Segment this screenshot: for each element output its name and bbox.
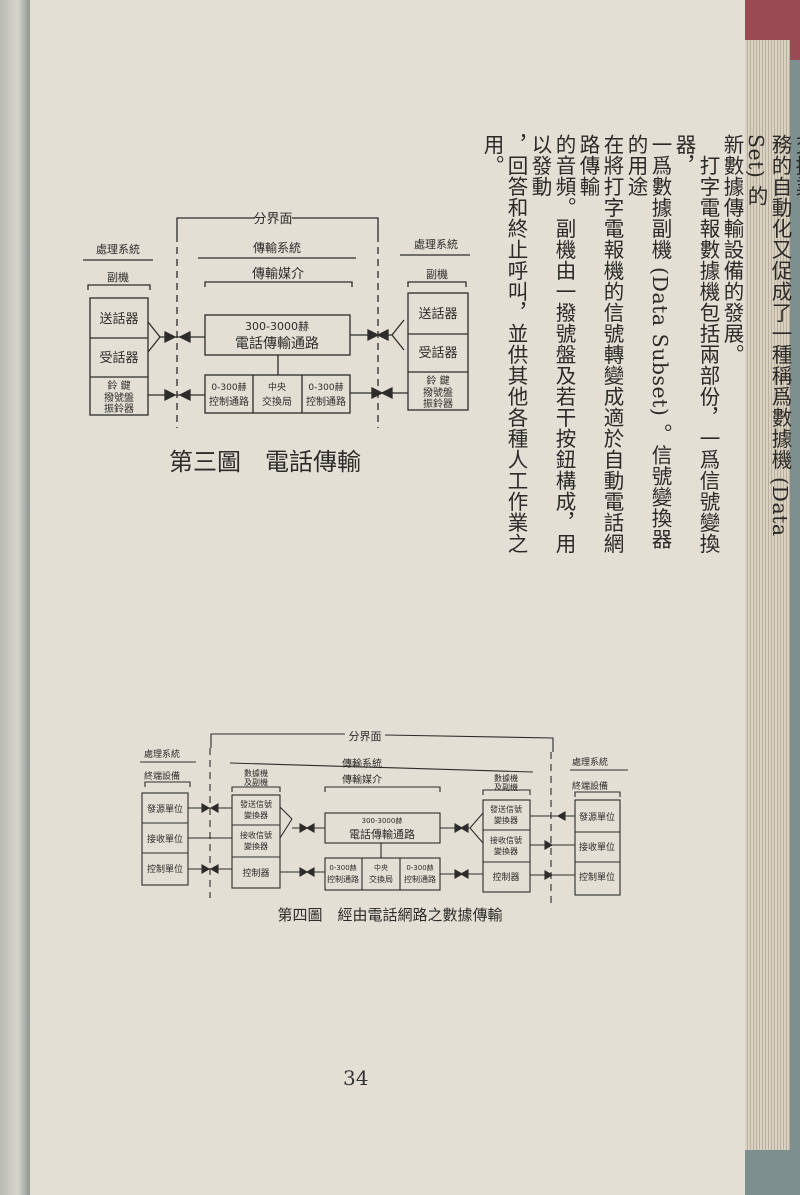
page-number: 34 [343,1066,369,1090]
text-line: 務的自動化又促成了一種稱爲數據機 (Data Set) 的 [744,134,792,537]
transmitter-right: 送話器 [418,306,457,322]
voice-band: 300-3000赫 [362,817,403,825]
transmission-system-label: 傳輸系統 [342,757,382,770]
rx-conv-left-1: 接收信號 [240,830,272,840]
central-2: 交換局 [369,874,393,884]
text-line: 打字電報數據機包括兩部份，一爲信號變換器， [672,134,720,554]
text-line: ，回答和終止呼叫，並供其他各種人工作業之用。 [480,134,528,554]
book-spine [0,0,30,1195]
source-unit-left: 發源單位 [147,803,183,815]
processing-left-label: 處理系統 [96,242,140,256]
bell-right-3: 振鈴器 [423,397,453,410]
figure-4-caption: 第四圖 經由電話網路之數據傳輸 [277,906,502,924]
tx-conv-right-1: 發送信號 [490,804,522,814]
tx-conv-left-1: 發送信號 [240,799,272,809]
text-line: 一爲數據副機 (Data Subset) 。信號變換器的用途 [624,134,672,550]
modem-left-1: 數據機 [244,768,268,778]
central-1: 中央 [374,863,388,872]
control-unit-right: 控制單位 [579,871,615,883]
rx-conv-right-2: 變換器 [494,846,518,856]
tx-conv-left-2: 變換器 [244,810,268,820]
bell-right-1: 鈴 鍵 [426,374,449,387]
page-stack-edge [745,40,790,1150]
transmission-medium-label: 傳輸媒介 [252,267,304,282]
receive-unit-right: 接收單位 [579,841,615,853]
figure-3-caption: 第三圖 電話傳輸 [169,448,361,476]
rx-conv-left-2: 變換器 [244,841,268,851]
modem-right-1: 數據機 [494,773,518,783]
central-2: 交換局 [262,395,292,408]
tx-conv-right-2: 變換器 [494,815,518,825]
terminal-right: 終端設備 [572,780,608,792]
interface-line [140,733,628,905]
ctrl-path-left: 控制通路 [327,874,359,884]
controller-left: 控制器 [242,867,269,879]
interface-label: 分界面 [253,212,292,227]
ctrl-band-right: 0-300赫 [406,864,433,872]
connection-lines [147,319,408,402]
transmission-system-label: 傳輸系統 [253,240,301,255]
subset-right-label: 副機 [426,267,448,281]
ctrl-band-left: 0-300赫 [211,382,246,393]
arrows [83,254,470,290]
book-page [30,0,745,1195]
text-line: 新數據傳輸設備的發展。 [720,134,744,365]
control-unit-left: 控制單位 [147,863,183,875]
central-1: 中央 [268,381,286,393]
voice-path: 電話傳輸通路 [235,335,319,352]
ctrl-path-right: 控制通路 [404,874,436,884]
terminal-left: 終端設備 [144,770,180,782]
text-line: 的音頻。副機由一撥號盤及若干按鈕構成，用以發動 [528,134,576,554]
interface-label: 分界面 [349,730,382,743]
body-text: 及控制和監視電話交換設備的方法，因此電報交換業 務的自動化又促成了一種稱爲數據機… [480,134,800,564]
interface-line [176,217,379,428]
processing-left: 處理系統 [144,748,180,760]
modem-left-2: 及副機 [244,777,268,787]
bell-left-2: 撥號盤 [104,391,134,404]
receive-unit-left: 接收單位 [147,833,183,845]
processing-right: 處理系統 [572,756,608,768]
controller-right: 控制器 [492,871,519,883]
transmitter-left: 送話器 [99,311,138,327]
subset-left-label: 副機 [107,270,129,284]
bell-left-3: 振鈴器 [104,402,134,415]
modem-right-2: 及副機 [494,782,518,792]
bell-right-2: 撥號盤 [423,386,453,399]
connection-lines [188,803,575,880]
source-unit-right: 發源單位 [579,811,615,823]
receiver-left: 受話器 [99,350,138,366]
ctrl-path-right: 控制通路 [306,395,346,408]
ctrl-path-left: 控制通路 [209,395,249,408]
text-line: 及控制和監視電話交換設備的方法，因此電報交換業 [792,134,800,197]
voice-path: 電話傳輸通路 [349,827,415,841]
bell-left-1: 鈴 鍵 [107,379,130,392]
ctrl-band-right: 0-300赫 [308,382,343,393]
text-line: 在將打字電報機的信號轉變成適於自動電話網路傳輸 [576,134,624,554]
processing-right-label: 處理系統 [414,237,458,251]
ctrl-band-left: 0-300赫 [329,864,356,872]
receiver-right: 受話器 [418,345,457,361]
transmission-medium-label: 傳輸媒介 [342,773,382,786]
rx-conv-right-1: 接收信號 [490,835,522,845]
voice-band: 300-3000赫 [245,320,309,333]
